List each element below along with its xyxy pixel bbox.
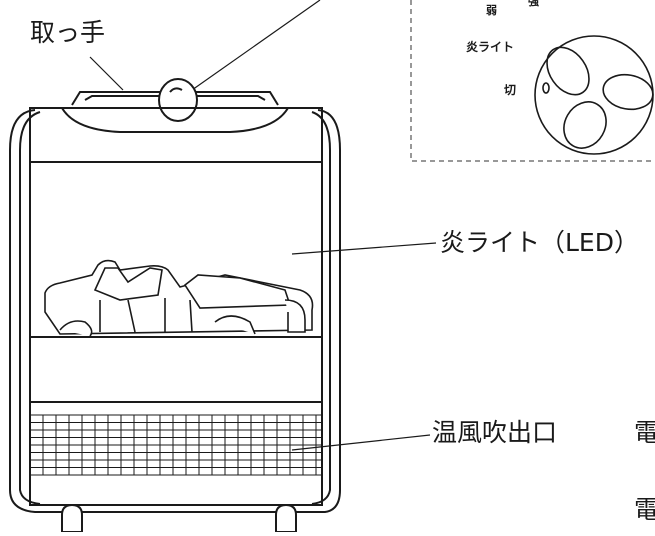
label-handle: 取っ手 bbox=[30, 18, 106, 47]
handle bbox=[61, 78, 289, 133]
feet bbox=[61, 503, 297, 533]
control-dial bbox=[534, 35, 654, 155]
off-mark-icon bbox=[542, 82, 550, 94]
heater-body bbox=[9, 107, 341, 513]
dial-label-flame-light: 炎ライト bbox=[466, 40, 515, 54]
warm-air-grille bbox=[29, 414, 323, 476]
leader-line-flame bbox=[291, 242, 437, 255]
label-power-1: 電 bbox=[634, 418, 655, 447]
flame-logs bbox=[44, 259, 314, 337]
leader-line-vent bbox=[291, 434, 431, 451]
dial-label-weak: 弱 bbox=[486, 4, 497, 17]
label-warm-air-outlet: 温風吹出口 bbox=[432, 418, 558, 447]
label-power-2: 電 bbox=[634, 495, 655, 524]
leader-line-handle bbox=[89, 56, 124, 91]
dial-inset-border bbox=[410, 0, 655, 162]
dial-label-strong: 強 bbox=[528, 0, 539, 8]
label-flame-light: 炎ライト（LED） bbox=[440, 228, 639, 257]
leader-line-top bbox=[191, 0, 321, 91]
dial-label-off: 切 bbox=[504, 83, 517, 97]
